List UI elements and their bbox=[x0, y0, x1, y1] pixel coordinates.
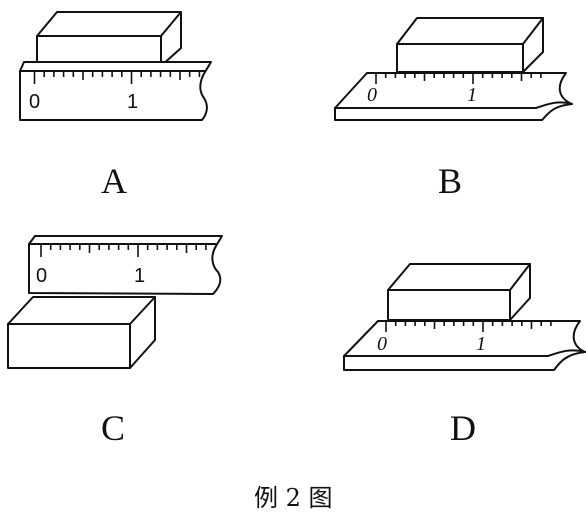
panel-c-ruler-ticks bbox=[40, 244, 207, 257]
panel-d: 0 1 D bbox=[343, 263, 586, 448]
panel-c-label: C bbox=[101, 408, 125, 448]
panel-b: 0 1 B bbox=[334, 17, 573, 201]
panel-c: 0 1 C bbox=[7, 235, 223, 448]
panel-c-ruler: 0 1 bbox=[28, 235, 223, 295]
panel-b-mark-0: 0 bbox=[367, 84, 377, 106]
figure-caption: 例 2 图 bbox=[254, 484, 333, 512]
panel-b-block bbox=[396, 17, 544, 73]
panel-d-block bbox=[387, 263, 531, 321]
panel-a-ruler-ticks bbox=[33, 71, 201, 84]
panel-a-label: A bbox=[101, 161, 127, 201]
panel-b-label: B bbox=[438, 161, 462, 201]
panel-d-mark-0: 0 bbox=[377, 333, 387, 355]
panel-a: 0 1 A bbox=[19, 11, 212, 201]
panel-a-mark-1: 1 bbox=[127, 91, 138, 113]
panel-b-ruler-ticks bbox=[375, 73, 542, 84]
panel-d-label: D bbox=[450, 408, 476, 448]
panel-a-mark-0: 0 bbox=[29, 91, 40, 113]
panel-b-ruler: 0 1 bbox=[334, 72, 573, 121]
panel-c-mark-0: 0 bbox=[36, 265, 47, 287]
panel-a-ruler: 0 1 bbox=[19, 61, 212, 121]
panel-d-mark-1: 1 bbox=[476, 333, 486, 355]
panel-c-mark-1: 1 bbox=[134, 265, 145, 287]
panel-b-mark-1: 1 bbox=[467, 84, 477, 106]
panel-c-block bbox=[7, 296, 156, 369]
panel-a-block bbox=[36, 11, 182, 67]
panel-d-ruler: 0 1 bbox=[343, 320, 586, 371]
panel-d-ruler-ticks bbox=[385, 321, 552, 332]
